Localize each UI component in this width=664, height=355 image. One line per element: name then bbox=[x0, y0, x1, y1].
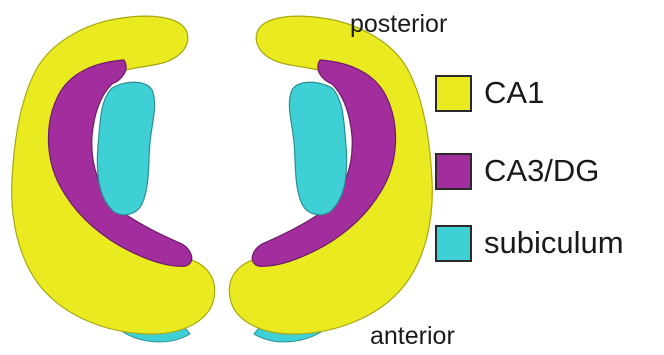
right-hippocampus bbox=[229, 16, 432, 342]
left-subiculum bbox=[97, 82, 154, 215]
left-hippocampus bbox=[12, 16, 215, 342]
legend-item-subiculum: subiculum bbox=[435, 223, 624, 263]
posterior-label: posterior bbox=[350, 10, 447, 39]
right-subiculum bbox=[289, 82, 346, 215]
legend-swatch-subiculum bbox=[435, 225, 472, 262]
legend-swatch-ca1 bbox=[435, 75, 472, 112]
legend-label-ca1: CA1 bbox=[484, 75, 544, 111]
legend-item-ca3-dg: CA3/DG bbox=[435, 151, 599, 191]
legend-swatch-ca3-dg bbox=[435, 153, 472, 190]
legend-item-ca1: CA1 bbox=[435, 73, 544, 113]
legend-label-ca3-dg: CA3/DG bbox=[484, 153, 599, 189]
anterior-label: anterior bbox=[370, 322, 455, 351]
legend-label-subiculum: subiculum bbox=[484, 225, 624, 261]
